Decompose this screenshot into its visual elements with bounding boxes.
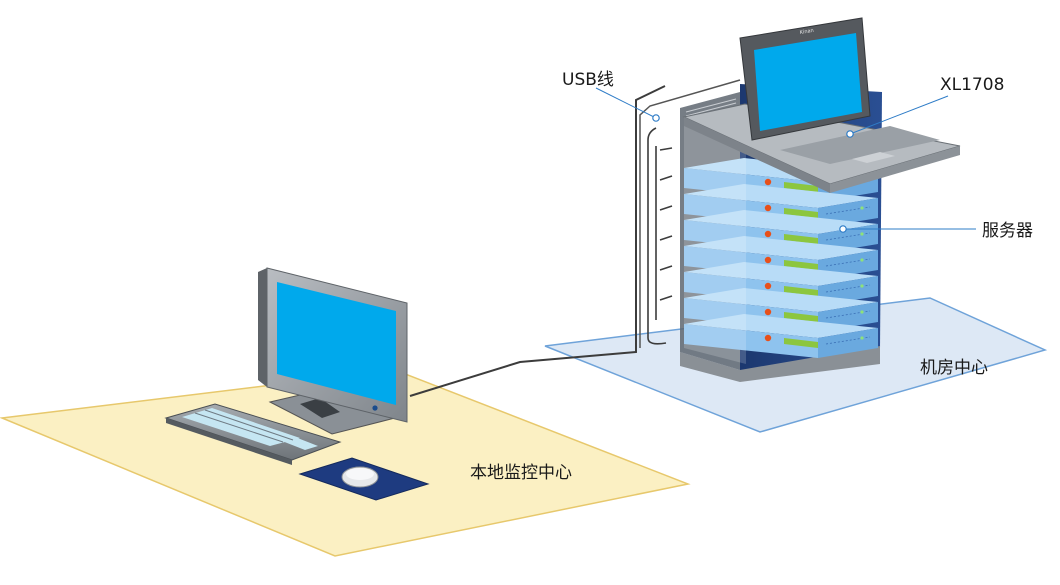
kvm-model-label: XL1708: [940, 75, 1004, 95]
local-monitor-screen: [277, 282, 396, 405]
server-led: [764, 178, 772, 186]
local-monitor: [258, 267, 408, 435]
kvm-console-xl1708: Kinan: [682, 17, 961, 193]
server-panel: [784, 338, 818, 348]
local-keyboard: [164, 403, 342, 465]
local-mouse: [298, 457, 430, 501]
server-led: [764, 334, 772, 342]
server-led: [764, 230, 772, 238]
kvm-console-screen: [754, 33, 862, 131]
servers-label: 服务器: [982, 221, 1033, 241]
kvm-extension-cable-strand: [639, 79, 741, 348]
kvm-console-marker: [846, 130, 854, 138]
machine-room-label: 机房中心: [920, 358, 988, 378]
server-led: [764, 282, 772, 290]
rack-cable-bundle: [647, 127, 673, 345]
server-panel: [784, 208, 818, 218]
server-marker: [839, 225, 847, 233]
server-led: [764, 256, 772, 264]
leader-lines: [595, 87, 976, 230]
kvm-brand-text: Kinan: [799, 28, 814, 36]
server-panel: [784, 312, 818, 322]
usb-cable-marker: [652, 114, 660, 122]
server-unit: [684, 314, 878, 358]
server-led: [764, 204, 772, 212]
server-panel: [784, 286, 818, 296]
server-panel: [784, 260, 818, 270]
server-panel: [784, 234, 818, 244]
kvm-extension-cable: [409, 85, 666, 397]
server-panel: [784, 182, 818, 192]
usb-cable-label: USB线: [562, 70, 614, 90]
server-led: [764, 308, 772, 316]
local-monitor-center-label: 本地监控中心: [470, 463, 572, 483]
rack-glass-door: [684, 108, 746, 364]
